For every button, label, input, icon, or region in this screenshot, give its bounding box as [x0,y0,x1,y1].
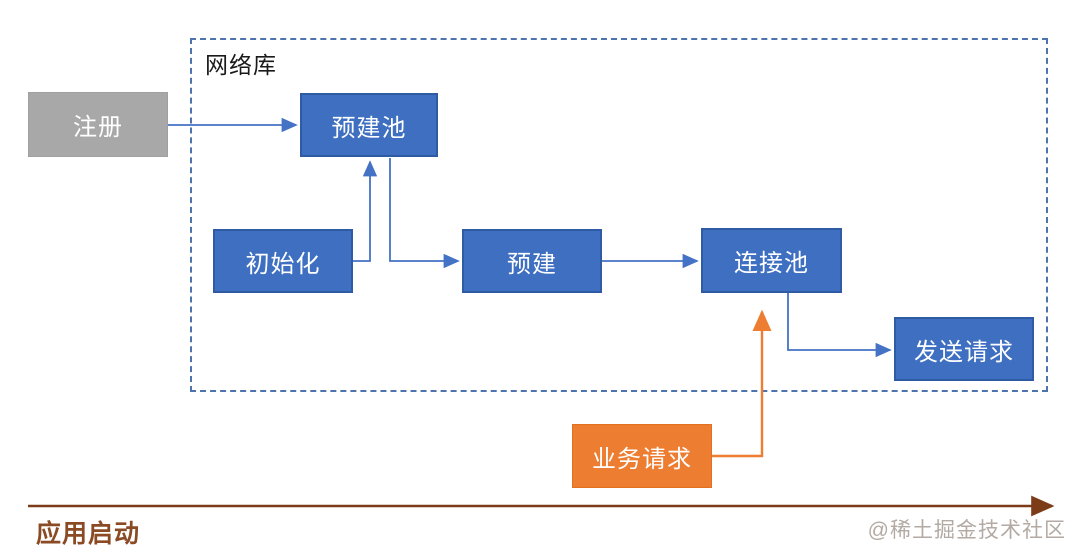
node-connection-pool: 连接池 [701,228,842,293]
node-prebuild-pool: 预建池 [300,93,438,157]
app-launch-timeline-label: 应用启动 [36,520,141,548]
node-send-request: 发送请求 [894,317,1034,381]
node-prebuild: 预建 [462,229,602,293]
network-library-label: 网络库 [205,52,277,78]
node-init-label: 初始化 [245,250,321,278]
node-init: 初始化 [213,229,353,293]
node-connection-pool-label: 连接池 [734,250,809,277]
node-prebuild-label: 预建 [507,250,557,278]
node-register: 注册 [28,92,168,157]
node-business-request: 业务请求 [572,424,712,488]
watermark-text: @稀土掘金技术社区 [867,519,1066,542]
node-prebuild-pool-label: 预建池 [331,114,407,142]
node-business-request-label: 业务请求 [592,445,692,473]
node-send-request-label: 发送请求 [914,338,1014,366]
node-register-label: 注册 [73,114,123,141]
network-library-container: 网络库 [190,38,1048,392]
